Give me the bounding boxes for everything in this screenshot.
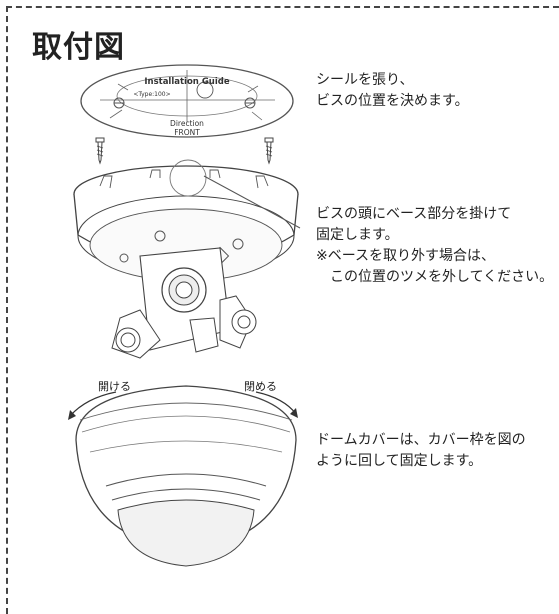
sticker-direction: Direction — [170, 119, 204, 128]
step2-instructions: ビスの頭にベース部分を掛けて 固定します。 ※ベースを取り外す場合は、 この位置… — [316, 204, 553, 288]
dashed-frame — [6, 6, 559, 614]
dome-cover — [75, 385, 297, 567]
sticker-heading: Installation Guide — [144, 77, 229, 87]
step2-line: 固定します。 — [316, 227, 399, 243]
step1-line: シールを張り、 — [316, 72, 414, 88]
step3-line: ように回して固定します。 — [316, 453, 483, 469]
screw-left — [95, 137, 105, 165]
sticker-front: FRONT — [174, 128, 200, 137]
step2-line: この位置のツメを外してください。 — [316, 269, 554, 285]
step1-line: ビスの位置を決めます。 — [316, 93, 469, 109]
step3-line: ドームカバーは、カバー枠を図の — [316, 432, 526, 448]
rotation-arrows — [68, 391, 298, 420]
camera-lens-module — [111, 247, 257, 359]
page-title: 取付図 — [32, 30, 125, 65]
installation-guide-sticker: Installation Guide <Type:100> Direction … — [80, 64, 294, 138]
open-label: 開ける — [98, 380, 131, 393]
step2-line: ビスの頭にベース部分を掛けて — [316, 206, 512, 222]
screw-right — [264, 137, 274, 165]
sticker-type-label: <Type:100> — [133, 91, 170, 98]
close-label: 閉める — [244, 380, 277, 393]
step1-instructions: シールを張り、 ビスの位置を決めます。 — [316, 70, 469, 112]
step3-instructions: ドームカバーは、カバー枠を図の ように回して固定します。 — [316, 430, 526, 472]
step2-line: ※ベースを取り外す場合は、 — [316, 248, 496, 264]
